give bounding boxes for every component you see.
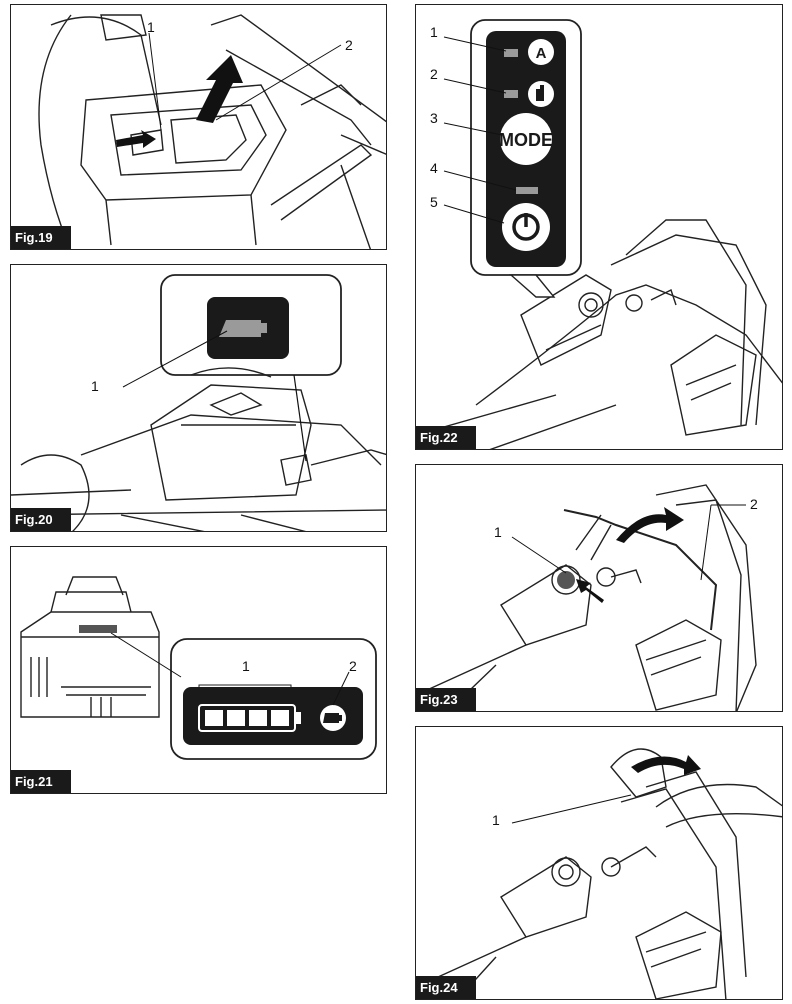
figure-label: Fig.22 bbox=[416, 426, 476, 449]
callout-1: 1 bbox=[492, 812, 500, 828]
manual-mode-icon bbox=[528, 81, 554, 107]
figure-label: Fig.19 bbox=[11, 226, 71, 249]
fig20-illustration bbox=[11, 274, 386, 531]
figure-label: Fig.20 bbox=[11, 508, 71, 531]
auto-mode-icon: A bbox=[528, 39, 554, 65]
arrow-icon bbox=[196, 55, 243, 123]
figure-21-panel: 1 2 Fig.21 bbox=[10, 546, 387, 794]
auto-mode-text: A bbox=[536, 45, 547, 62]
figure-label: Fig.23 bbox=[416, 688, 476, 711]
figure-19-panel: 1 2 Fig.19 bbox=[10, 4, 387, 250]
callout-3: 3 bbox=[430, 110, 438, 126]
callout-2: 2 bbox=[750, 496, 758, 512]
callout-2: 2 bbox=[345, 37, 353, 53]
mode-button[interactable]: MODE bbox=[499, 113, 553, 165]
power-icon[interactable] bbox=[502, 203, 550, 251]
callout-1: 1 bbox=[430, 24, 438, 40]
figure-22-panel: A MODE 1 2 3 4 5 Fig.22 bbox=[415, 4, 783, 450]
callout-1: 1 bbox=[494, 524, 502, 540]
callout-1: 1 bbox=[147, 19, 155, 35]
figure-23-panel: 1 2 Fig.23 bbox=[415, 464, 783, 712]
fig22-illustration: A MODE bbox=[416, 19, 782, 449]
battery-icon bbox=[320, 705, 346, 731]
battery-icon bbox=[219, 320, 267, 337]
fig23-illustration bbox=[416, 484, 757, 711]
callout-1: 1 bbox=[242, 658, 250, 674]
figure-20-panel: 1 Fig.20 bbox=[10, 264, 387, 532]
figure-24-panel: 1 Fig.24 bbox=[415, 726, 783, 1000]
fig24-illustration bbox=[416, 748, 782, 999]
callout-2: 2 bbox=[430, 66, 438, 82]
callout-5: 5 bbox=[430, 194, 438, 210]
callout-1: 1 bbox=[91, 378, 99, 394]
arrow-icon bbox=[631, 755, 701, 775]
callout-4: 4 bbox=[430, 160, 438, 176]
fig21-illustration bbox=[20, 576, 377, 760]
callout-2: 2 bbox=[349, 658, 357, 674]
arrow-icon bbox=[616, 507, 684, 543]
mode-button-label: MODE bbox=[499, 130, 553, 150]
figure-label: Fig.21 bbox=[11, 770, 71, 793]
figure-label: Fig.24 bbox=[416, 976, 476, 999]
fig19-illustration bbox=[38, 14, 386, 249]
